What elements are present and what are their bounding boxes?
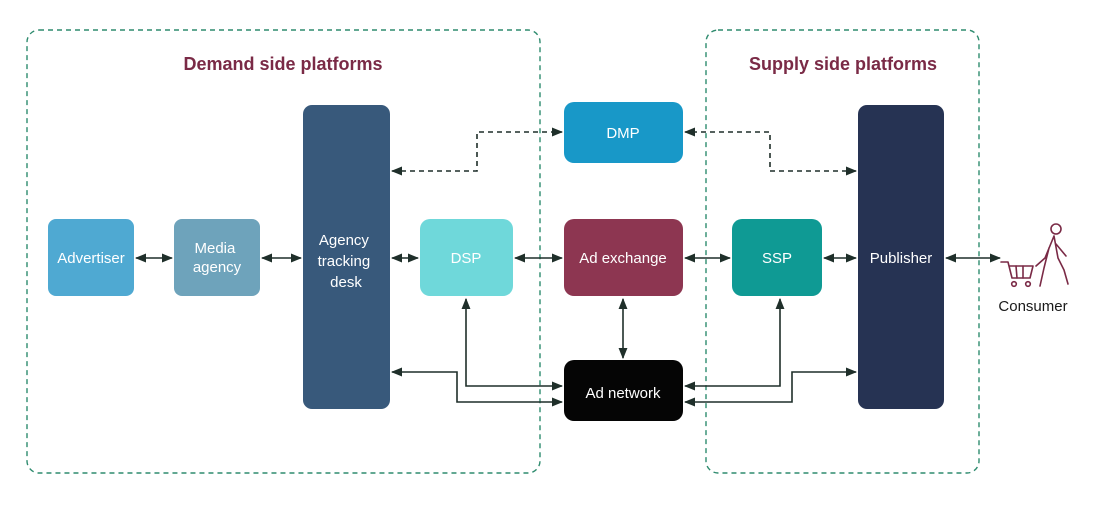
supply-side-group: [705, 29, 980, 474]
dmp-label: DMP: [606, 125, 639, 142]
node-publisher: Publisher: [858, 105, 944, 409]
ssp-ad-network-connector: [683, 297, 785, 391]
agency-tracking-desk-label-line1: Agency: [319, 232, 370, 249]
person-head-icon: [1050, 223, 1062, 235]
demand-side-group: [26, 29, 541, 474]
cart-grid-line-1: [1015, 265, 1018, 279]
shopping-cart-person-icon: [1000, 223, 1069, 288]
media-agency-label-line2: agency: [193, 259, 242, 276]
dmp-box: [564, 102, 683, 163]
ad-network-box: [564, 360, 683, 421]
tracking-desk-ad-network-connector: [390, 367, 564, 407]
agency-tracking-desk-box: [303, 105, 390, 409]
demand-side-title: Demand side platforms: [183, 54, 382, 74]
media-agency-box: [174, 219, 260, 296]
ssp-box: [732, 219, 822, 296]
node-advertiser: Advertiser: [48, 219, 134, 296]
ad-exchange-label: Ad exchange: [579, 250, 667, 267]
agency-tracking-desk-label-line3: desk: [330, 274, 362, 291]
publisher-box: [858, 105, 944, 409]
cart-wheel-left: [1010, 280, 1018, 288]
person-body-icon: [1035, 235, 1069, 287]
ad-exchange-box: [564, 219, 683, 296]
agency-tracking-desk-label-line2: tracking: [318, 253, 371, 270]
node-dmp: DMP: [564, 102, 683, 163]
node-agency-tracking-desk: Agency tracking desk: [303, 105, 390, 409]
publisher-dmp-dashed-connector: [683, 127, 858, 176]
media-agency-label: Media agency: [193, 240, 242, 276]
node-media-agency: Media agency: [174, 219, 260, 296]
connections: [134, 127, 1002, 407]
ad-network-label: Ad network: [585, 385, 661, 402]
advertiser-label: Advertiser: [57, 250, 125, 267]
dsp-label: DSP: [451, 250, 482, 267]
advertiser-box: [48, 219, 134, 296]
supply-side-title: Supply side platforms: [749, 54, 937, 74]
dsp-ad-network-connector: [461, 297, 564, 391]
cart-basket-icon: [1000, 261, 1034, 279]
node-dsp: DSP: [420, 219, 513, 296]
ssp-label: SSP: [762, 250, 792, 267]
media-agency-label-line1: Media: [194, 240, 236, 257]
node-ad-network: Ad network: [564, 360, 683, 421]
publisher-label: Publisher: [870, 250, 933, 267]
publisher-ad-network-connector: [683, 367, 858, 407]
node-ad-exchange: Ad exchange: [564, 219, 683, 296]
consumer-label: Consumer: [998, 298, 1067, 315]
agency-tracking-desk-label: Agency tracking desk: [318, 232, 375, 291]
node-ssp: SSP: [732, 219, 822, 296]
cart-wheel-right: [1024, 280, 1032, 288]
dsp-box: [420, 219, 513, 296]
tracking-desk-dmp-dashed-connector: [390, 127, 564, 176]
